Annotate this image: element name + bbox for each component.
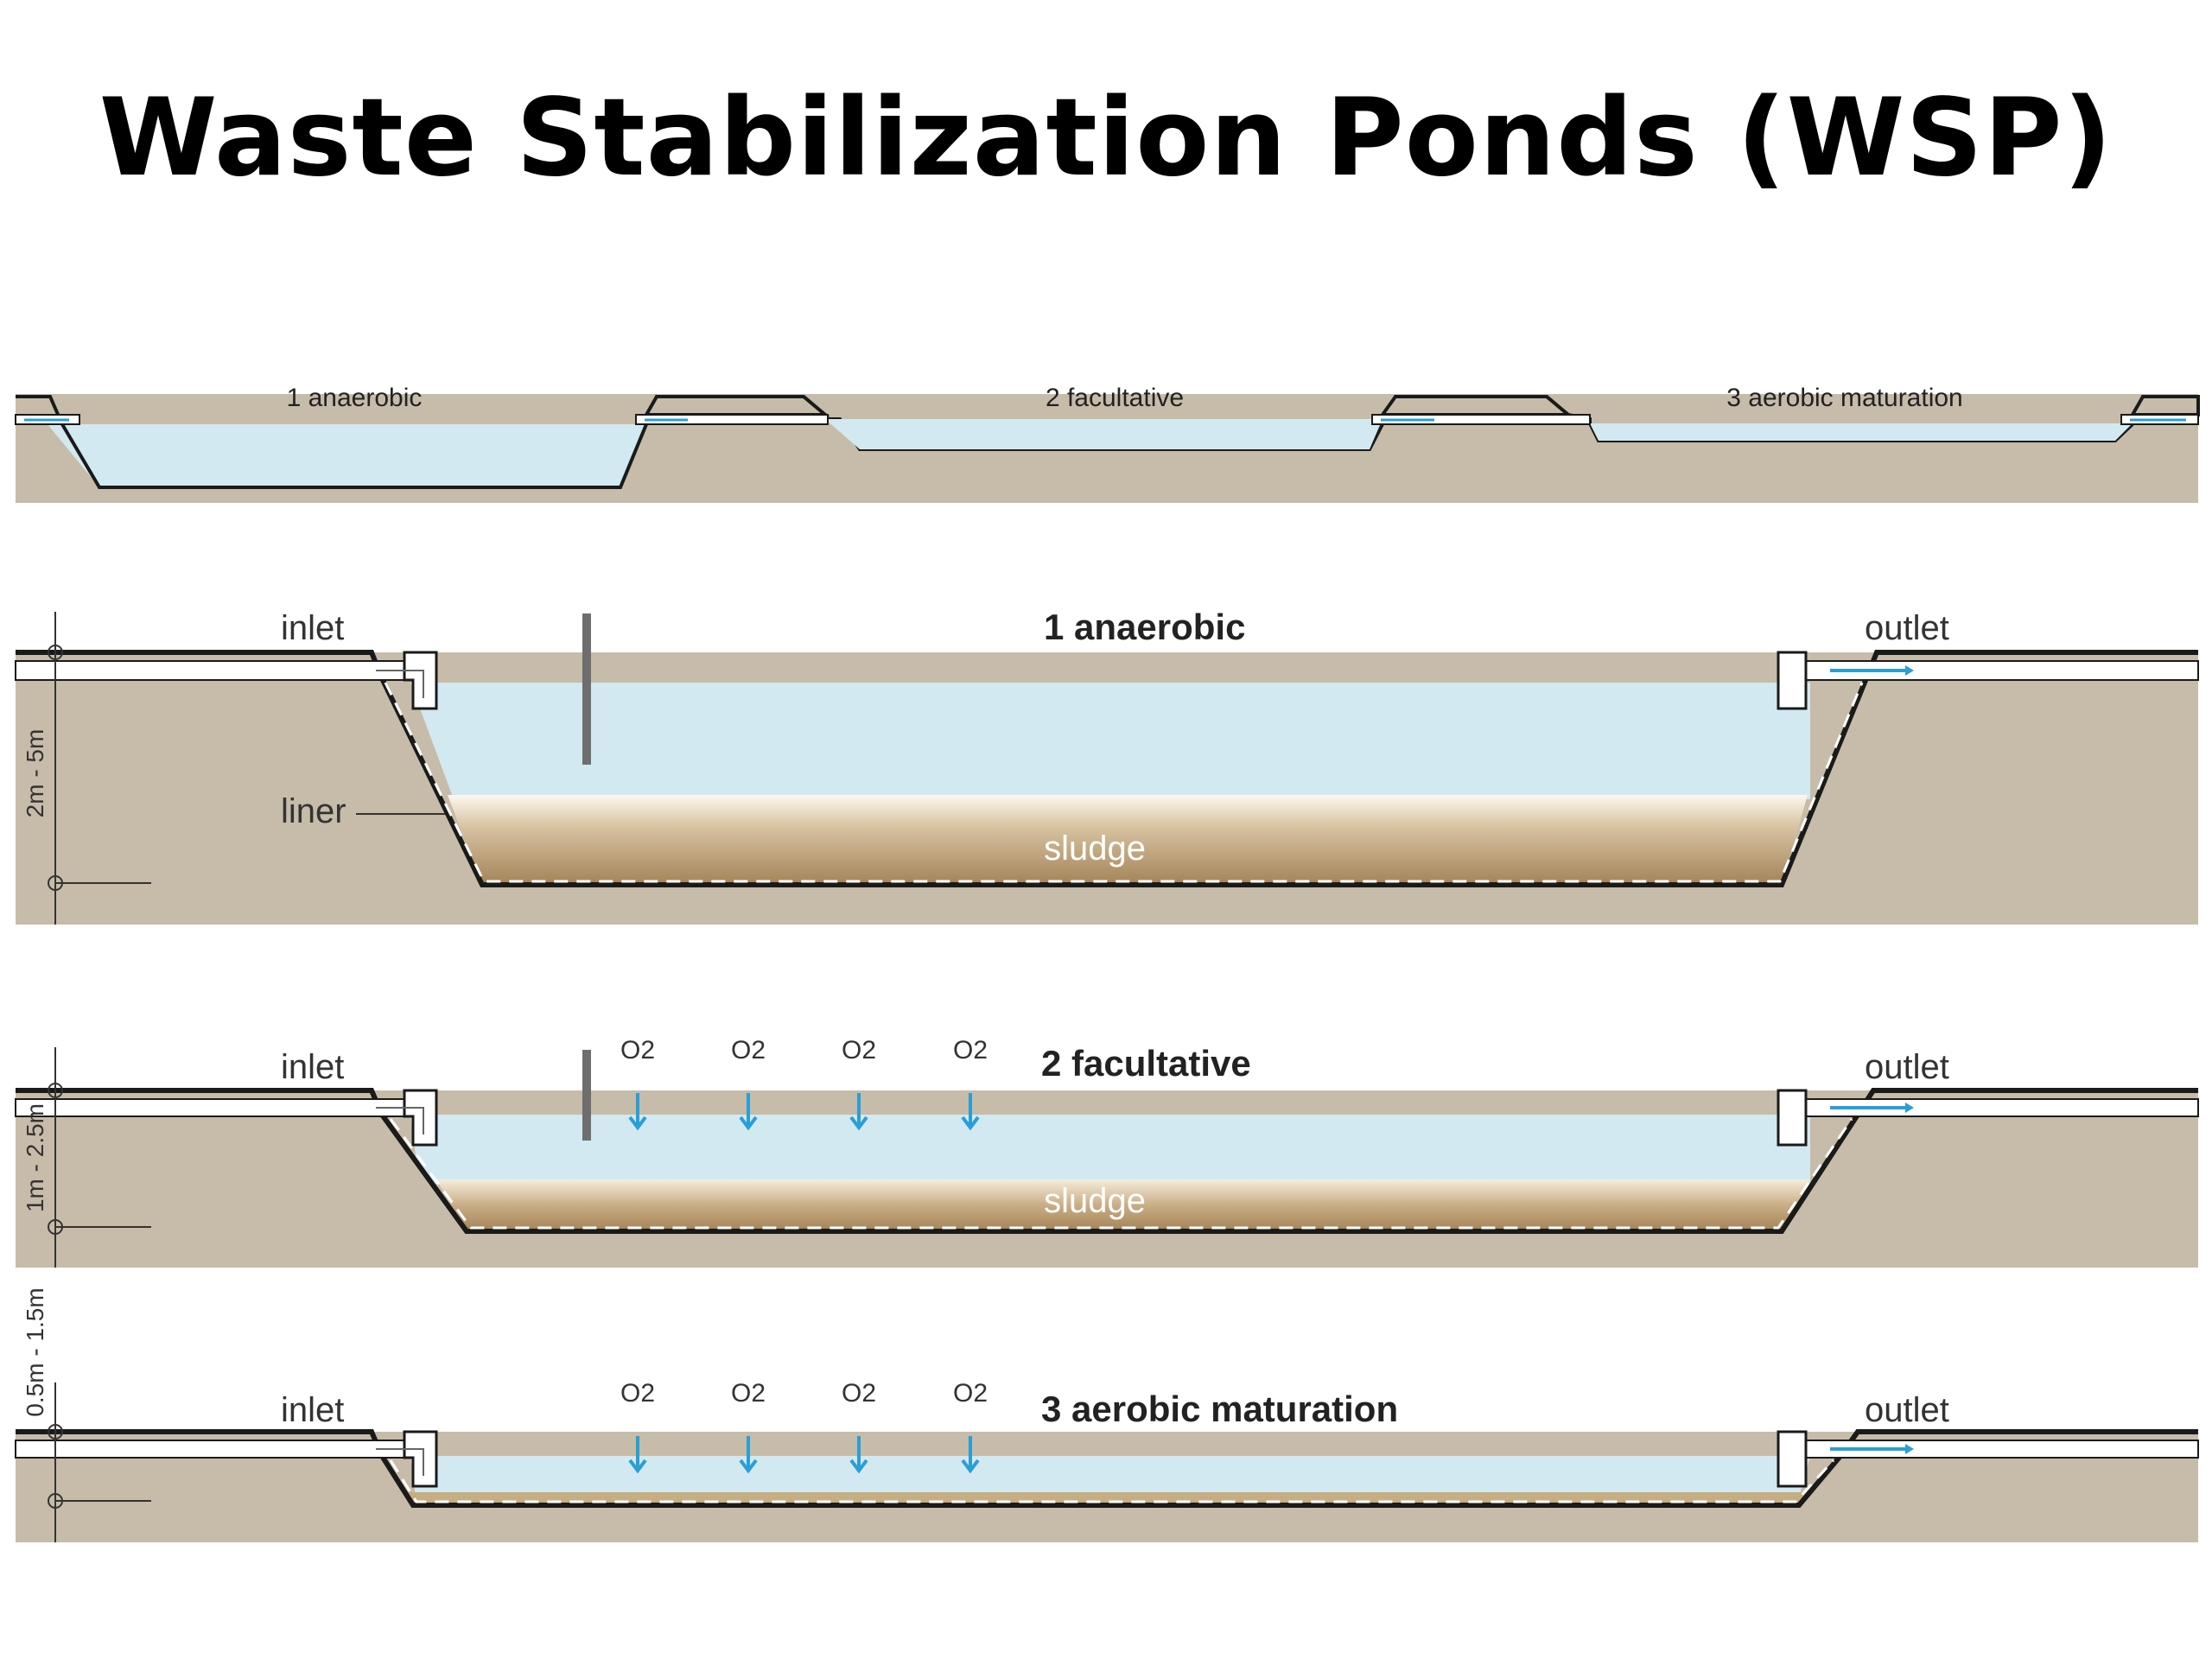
overview-berm-2 — [1379, 395, 1573, 416]
overview-label-aerobic-maturation: 3 aerobic maturation — [1726, 384, 1963, 412]
anaerobic-liner — [384, 682, 1864, 883]
oxygen-marker: O2 — [731, 1036, 766, 1131]
overview-pond-1-water — [48, 424, 646, 487]
anaerobic-baffle — [582, 613, 591, 765]
overview-label-anaerobic: 1 anaerobic — [287, 384, 423, 412]
facultative-right-bank — [1782, 1090, 2198, 1268]
overview-label-facultative: 2 facultative — [1046, 384, 1184, 412]
aerobic-outlet-label: outlet — [1865, 1391, 1949, 1429]
facultative-sludge — [436, 1179, 1810, 1231]
aerobic-maturation-section: 0.5m - 1.5m 3 aerobic maturation inlet o… — [15, 1287, 2199, 1542]
anaerobic-inlet-elbow — [403, 651, 438, 710]
aerobic-inlet-elbow — [403, 1430, 438, 1488]
aerobic-outlet-elbow — [1777, 1430, 1808, 1488]
oxygen-marker: O2 — [620, 1036, 655, 1131]
anaerobic-sludge — [448, 795, 1808, 885]
aerobic-oxygen-group: O2 O2 O2 O2 — [620, 1379, 988, 1474]
oxygen-label: O2 — [731, 1379, 766, 1408]
oxygen-label: O2 — [953, 1379, 988, 1408]
overview-pond-2-water — [825, 419, 1382, 449]
overview-berm-3 — [2129, 395, 2200, 416]
anaerobic-inlet-arrow — [376, 670, 424, 698]
anaerobic-inlet-pipe — [15, 660, 405, 681]
page-title: Waste Stabilization Ponds (WSP) — [99, 76, 2113, 200]
oxygen-marker: O2 — [731, 1379, 766, 1474]
anaerobic-liner-label: liner — [281, 792, 346, 830]
oxygen-label: O2 — [620, 1036, 655, 1065]
facultative-oxygen-group: O2 O2 O2 O2 — [620, 1036, 988, 1131]
facultative-outline — [16, 1088, 2198, 1234]
oxygen-label: O2 — [731, 1036, 766, 1065]
anaerobic-outlet-label: outlet — [1865, 609, 1949, 647]
anaerobic-right-bank — [1782, 657, 2198, 925]
facultative-inlet-elbow — [403, 1089, 438, 1147]
facultative-title: 2 facultative — [1041, 1043, 1251, 1084]
overview-pipes — [15, 414, 2199, 425]
anaerobic-water — [410, 683, 1810, 799]
overview-pond-3-water — [1590, 423, 2133, 441]
facultative-section: 1m - 2.5m 2 facultative inlet outlet slu… — [15, 1036, 2199, 1268]
facultative-inlet-arrow — [376, 1107, 424, 1135]
aerobic-liner — [389, 1459, 1835, 1503]
aerobic-inlet-pipe — [15, 1440, 405, 1459]
aerobic-inlet-label: inlet — [281, 1391, 344, 1429]
anaerobic-sludge-label: sludge — [1044, 830, 1146, 868]
anaerobic-outline — [16, 650, 2198, 887]
anaerobic-depth-top-marker — [48, 645, 63, 660]
oxygen-label: O2 — [953, 1036, 988, 1065]
facultative-depth-label: 1m - 2.5m — [22, 1103, 48, 1212]
facultative-inlet-label: inlet — [281, 1048, 344, 1086]
oxygen-marker: O2 — [953, 1036, 988, 1131]
oxygen-marker: O2 — [842, 1036, 876, 1131]
anaerobic-left-bank — [16, 657, 482, 925]
facultative-outlet-label: outlet — [1865, 1048, 1949, 1086]
aerobic-left-bank — [16, 1432, 413, 1542]
aerobic-water — [410, 1456, 1810, 1503]
aerobic-right-bank — [1799, 1432, 2198, 1542]
anaerobic-outlet-elbow — [1777, 651, 1808, 710]
anaerobic-section: 2m - 5m 1 anaerobic inlet outlet liner s… — [15, 607, 2199, 925]
overview-section: 1 anaerobic 2 facultative 3 aerobic matu… — [15, 384, 2200, 503]
facultative-liner — [389, 1118, 1853, 1230]
aerobic-inlet-arrow — [376, 1448, 424, 1476]
oxygen-label: O2 — [842, 1379, 876, 1408]
aerobic-title: 3 aerobic maturation — [1041, 1389, 1398, 1429]
facultative-water — [410, 1115, 1810, 1184]
aerobic-outline — [16, 1429, 2198, 1508]
facultative-depth-top-marker — [48, 1083, 63, 1098]
oxygen-label: O2 — [842, 1036, 876, 1065]
aerobic-depth-top-marker — [48, 1424, 63, 1440]
facultative-sludge-label: sludge — [1044, 1182, 1146, 1220]
overview-berm-1 — [643, 395, 830, 416]
oxygen-label: O2 — [620, 1379, 655, 1408]
facultative-baffle — [582, 1050, 591, 1141]
anaerobic-depth-label: 2m - 5m — [22, 729, 48, 818]
aerobic-depth-label: 0.5m - 1.5m — [22, 1287, 48, 1416]
facultative-outlet-elbow — [1777, 1089, 1808, 1147]
anaerobic-title: 1 anaerobic — [1044, 607, 1245, 647]
facultative-left-bank — [16, 1090, 467, 1268]
oxygen-marker: O2 — [620, 1379, 655, 1474]
oxygen-marker: O2 — [842, 1379, 876, 1474]
oxygen-marker: O2 — [953, 1379, 988, 1474]
anaerobic-inlet-label: inlet — [281, 609, 344, 647]
facultative-inlet-pipe — [15, 1098, 405, 1117]
